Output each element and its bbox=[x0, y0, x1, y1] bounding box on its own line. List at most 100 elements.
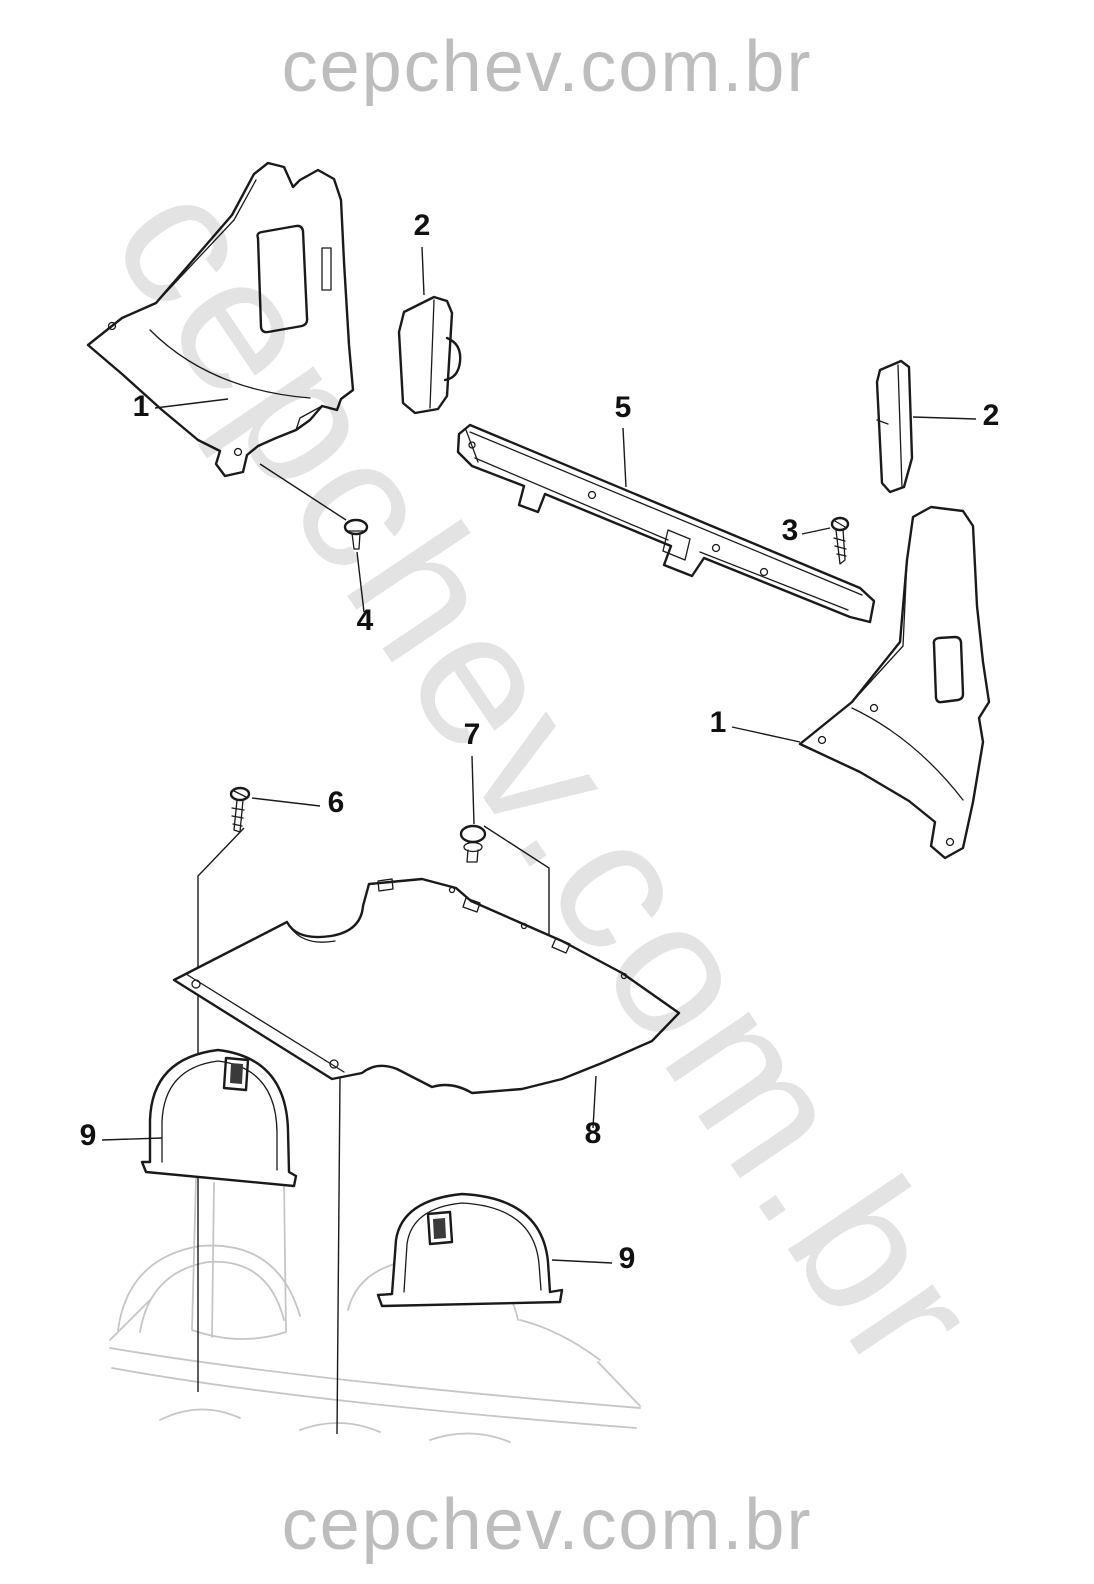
part-3-screw bbox=[830, 516, 850, 565]
part-3-screw-head bbox=[830, 516, 850, 532]
part-8-hole-a bbox=[448, 886, 456, 894]
leader-6 bbox=[251, 797, 321, 807]
callout-4: 4 bbox=[357, 604, 374, 637]
part-5-hole-a bbox=[587, 490, 597, 500]
part-5-endcap bbox=[465, 429, 479, 463]
faint-wheel-arch-left bbox=[117, 1244, 301, 1331]
part-4-clip-stem bbox=[345, 530, 367, 550]
leader-7 bbox=[471, 755, 475, 825]
leader-2-right bbox=[912, 416, 977, 420]
part-7-clip-head bbox=[459, 824, 487, 844]
part-9-right-slot-dark bbox=[433, 1218, 446, 1239]
part-1-right-inner-edge bbox=[851, 559, 908, 703]
part-5-hole-c bbox=[759, 567, 769, 577]
part-9-right-slot bbox=[426, 1210, 454, 1246]
part-8-hole-c bbox=[620, 972, 628, 980]
part-9-right-outline bbox=[376, 1192, 564, 1308]
part-1-left-slot bbox=[321, 247, 332, 291]
part-1-left-step bbox=[295, 405, 323, 431]
part-2-top-fold bbox=[429, 299, 435, 409]
part-9-left-inner-arch bbox=[161, 1060, 278, 1171]
part-1-right-crease bbox=[851, 707, 964, 801]
leader-9-right bbox=[551, 1259, 613, 1264]
part-2-right-fold bbox=[897, 364, 903, 489]
callout-8: 8 bbox=[585, 1117, 602, 1150]
part-8-hole-b bbox=[520, 922, 528, 930]
part-7-clip-flange bbox=[463, 841, 483, 853]
watermark-top: cepchev.com.br bbox=[281, 27, 813, 107]
part-1-left-panel bbox=[86, 161, 355, 478]
part-9-left-outline bbox=[140, 1048, 298, 1188]
leader-4-to-panel bbox=[259, 463, 347, 521]
part-9-right-cover bbox=[376, 1192, 564, 1308]
part-1-right-hole-a bbox=[817, 735, 827, 745]
callout-9-left: 9 bbox=[80, 1119, 97, 1152]
callout-5: 5 bbox=[615, 391, 632, 424]
leader-3 bbox=[801, 527, 831, 535]
part-1-right-outline bbox=[798, 505, 991, 860]
faint-sill-scribbles bbox=[159, 1408, 511, 1443]
callout-2-top: 2 bbox=[414, 209, 431, 242]
part-7-clip bbox=[459, 824, 487, 863]
part-9-left-slot-dark bbox=[230, 1063, 243, 1084]
part-9-left-slot bbox=[222, 1056, 250, 1092]
locator-line-panel8 bbox=[336, 1077, 341, 1435]
part-9-right-inner-arch bbox=[403, 1202, 542, 1293]
part-1-right-vent bbox=[932, 635, 965, 704]
faint-car-body-sketch bbox=[109, 1177, 641, 1443]
callout-labels: 1 2 5 2 3 4 1 7 6 9 8 9 bbox=[80, 209, 1000, 1275]
leader-4 bbox=[356, 551, 365, 613]
part-8-flange-hole-b bbox=[329, 1059, 339, 1069]
part-8-scallop-inner bbox=[286, 921, 336, 943]
part-3-screw-slot bbox=[834, 520, 846, 528]
part-5-bracket bbox=[662, 529, 691, 561]
leader-8 bbox=[592, 1075, 597, 1129]
part-6-screw-slot bbox=[233, 790, 247, 798]
faint-body-line-1 bbox=[109, 1347, 641, 1409]
part-6-screw bbox=[229, 786, 251, 833]
part-5-hole-b bbox=[711, 543, 721, 553]
watermark-bottom: cepchev.com.br bbox=[281, 1485, 813, 1565]
part-2-right-outline bbox=[875, 359, 914, 494]
callout-3: 3 bbox=[782, 514, 799, 547]
part-2-right-pad bbox=[875, 359, 914, 494]
faint-strut-left bbox=[191, 1177, 287, 1340]
faint-body-line-3 bbox=[109, 1299, 641, 1407]
part-9-left-cover bbox=[140, 1048, 298, 1188]
callout-6: 6 bbox=[328, 786, 345, 819]
leader-9-left bbox=[101, 1137, 163, 1141]
leader-2-top bbox=[421, 246, 425, 296]
part-1-left-outline bbox=[86, 161, 355, 478]
callout-leaders bbox=[101, 246, 977, 1264]
part-6-screw-shaft bbox=[231, 799, 245, 833]
leader-1-left bbox=[154, 398, 229, 409]
callout-1-left: 1 bbox=[133, 390, 150, 423]
part-1-right-hole-c bbox=[945, 837, 955, 847]
part-1-left-inner-edge bbox=[155, 179, 257, 304]
part-4-clip bbox=[343, 518, 369, 550]
part-1-left-crease bbox=[149, 329, 311, 399]
part-2-top-outline bbox=[397, 295, 454, 415]
part-2-top-tab bbox=[443, 336, 462, 382]
part-3-screw-shaft bbox=[833, 528, 847, 565]
part-5-top-ridge bbox=[469, 431, 863, 596]
part-1-right-panel bbox=[798, 505, 991, 860]
leader-1-right bbox=[731, 726, 801, 743]
locator-line-screw6 bbox=[197, 827, 245, 1392]
faint-body-line-2 bbox=[111, 1367, 637, 1429]
part-1-left-vent bbox=[256, 224, 309, 334]
part-5-crossmember bbox=[456, 423, 876, 624]
callout-2-right: 2 bbox=[983, 399, 1000, 432]
part-8-tab-b bbox=[462, 897, 481, 913]
callout-9-right: 9 bbox=[619, 1242, 636, 1275]
part-6-screw-head bbox=[229, 786, 251, 802]
leader-5 bbox=[622, 427, 627, 488]
part-8-floor-panel bbox=[172, 877, 681, 1095]
part-1-left-hole-b bbox=[233, 447, 243, 457]
callout-1-right: 1 bbox=[710, 706, 727, 739]
part-2-right-notch bbox=[876, 419, 889, 425]
part-8-flange bbox=[185, 973, 345, 1073]
callout-7: 7 bbox=[464, 718, 481, 751]
